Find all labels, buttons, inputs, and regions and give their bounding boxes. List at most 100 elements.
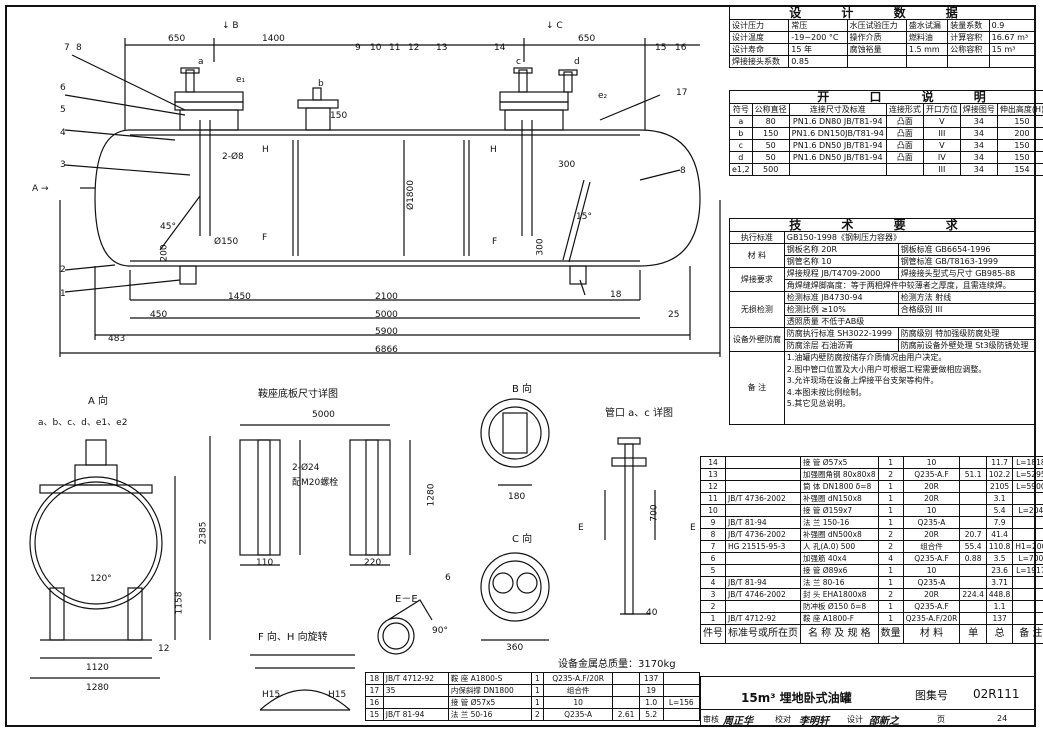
table-cell: 合格级别 III (897, 303, 1037, 316)
callout-c: c (516, 57, 521, 67)
c-view-title: C 向 (512, 534, 533, 545)
sign-review-label: 审核 (703, 715, 719, 724)
table-cell: 20R (902, 528, 961, 541)
dim-1450: 1450 (228, 292, 251, 302)
dim-a120: 120° (90, 574, 112, 584)
table-cell (959, 576, 987, 589)
table-cell: 20R (902, 480, 961, 493)
page-label: 页 (937, 715, 945, 724)
table-cell (612, 684, 640, 697)
table-cell: 接 管 Ø89x6 (800, 564, 879, 577)
table-cell: 5 (700, 564, 726, 577)
table-cell: 2 (530, 708, 544, 721)
table-cell: 7 (700, 540, 726, 553)
column-header: 焊接图号 (959, 103, 998, 116)
table-cell: 12 (700, 480, 726, 493)
table-cell: 448.8 (985, 588, 1014, 601)
table-cell: 13 (700, 468, 726, 481)
table-cell: 1 (877, 576, 904, 589)
callout-e2: e₂ (598, 91, 608, 101)
table-cell: 装量系数 (947, 19, 990, 32)
dim-2100: 2100 (375, 292, 398, 302)
table-cell: 15 (365, 708, 384, 721)
table-cell: HG 21515-95-3 (725, 540, 801, 553)
table-cell: 80 (751, 115, 790, 128)
table-cell (612, 696, 640, 709)
table-cell: L=5295 (1012, 468, 1043, 481)
table-cell: 10 (902, 564, 961, 577)
a-view-title: A 向 (88, 396, 109, 407)
table-cell: 10 (902, 456, 961, 469)
table-cell: 34 (959, 151, 998, 164)
table-cell: 水压试验压力 (846, 19, 907, 32)
a-view-sub: a、b、c、d、e1、e2 (38, 418, 128, 428)
section-F1: F (262, 233, 267, 243)
table-cell: 0.88 (959, 552, 987, 565)
section-F2: F (492, 237, 497, 247)
table-cell: 内保斜撑 DN1800 (447, 684, 532, 697)
row-label: 材 料 (729, 243, 785, 268)
saddle-title: 鞍座底板尺寸详图 (258, 389, 338, 400)
table-cell: 51.1 (959, 468, 987, 481)
sign-design-label: 设计 (847, 715, 863, 724)
dim-ee90: 90° (432, 626, 448, 636)
table-cell: 34 (959, 163, 998, 176)
table-cell: 2 (877, 588, 904, 601)
table-cell: 焊接规程 JB/T4709-2000 (783, 267, 899, 280)
column-header: 数量 (877, 624, 904, 644)
dim-s5000: 5000 (312, 410, 335, 420)
table-cell: 鞍 座 A1800-S (447, 672, 532, 685)
vessel-shell (94, 129, 701, 267)
table-cell: 7.9 (985, 516, 1014, 529)
page-number: 24 (997, 714, 1008, 723)
callout-9: 9 (355, 43, 361, 53)
table-cell: 18 (365, 672, 384, 685)
section-H1: H (262, 145, 269, 155)
table-cell: 35 (382, 684, 449, 697)
dim-300a: 300 (558, 160, 576, 170)
table-cell: 19 (638, 684, 664, 697)
table-cell: 补强圈 dN500x8 (800, 528, 879, 541)
table-cell: JB/T 4712-92 (725, 612, 801, 625)
section-H2: H (490, 145, 497, 155)
table-cell (382, 696, 449, 709)
table-cell: 224.4 (959, 588, 987, 601)
ee-view-title: E－E (395, 594, 418, 605)
callout-1: 1 (60, 289, 66, 299)
table-cell: a (729, 115, 753, 128)
table-cell: 0.9 (988, 19, 1037, 32)
title-block: 15m³ 埋地卧式油罐 图集号 02R111 审核 周正华 校对 李明轩 设计 … (700, 676, 1036, 727)
notes: 1.油罐内壁防腐按储存介质情况由用户决定。2.图中管口位置及大小用户可根据工程需… (783, 351, 1037, 425)
table-cell: 20.7 (959, 528, 987, 541)
section-A: A → (32, 184, 49, 194)
table-cell (959, 492, 987, 505)
column-header: 开口方位 (922, 103, 961, 116)
table-cell: 1 (877, 456, 904, 469)
table-cell: 腐蚀裕量 (846, 43, 907, 56)
dim-200: 200 (159, 244, 170, 262)
callout-5: 5 (60, 105, 66, 115)
table-cell: b (729, 127, 753, 140)
column-header: 单 (959, 624, 987, 644)
total-weight: 设备金属总质量：3170kg (558, 659, 676, 670)
table-cell: 154 (996, 163, 1043, 176)
table-cell: 人 孔(A.0) 500 (800, 540, 879, 553)
table-cell: 50 (751, 139, 790, 152)
atlas-label: 图集号 (915, 689, 948, 702)
table-cell: 加强筋 40x4 (800, 552, 879, 565)
table-cell (1012, 516, 1043, 529)
table-cell (1012, 528, 1043, 541)
table-cell: JB/T 4736-2002 (725, 528, 801, 541)
column-header: 伸出高度(H) (996, 103, 1043, 116)
dim-a12: 12 (158, 644, 170, 654)
table-cell: 钢管标准 GB/T8163-1999 (897, 255, 1037, 268)
table-cell (662, 672, 700, 685)
table-cell: 150 (996, 115, 1043, 128)
table-cell: 3.1 (985, 492, 1014, 505)
